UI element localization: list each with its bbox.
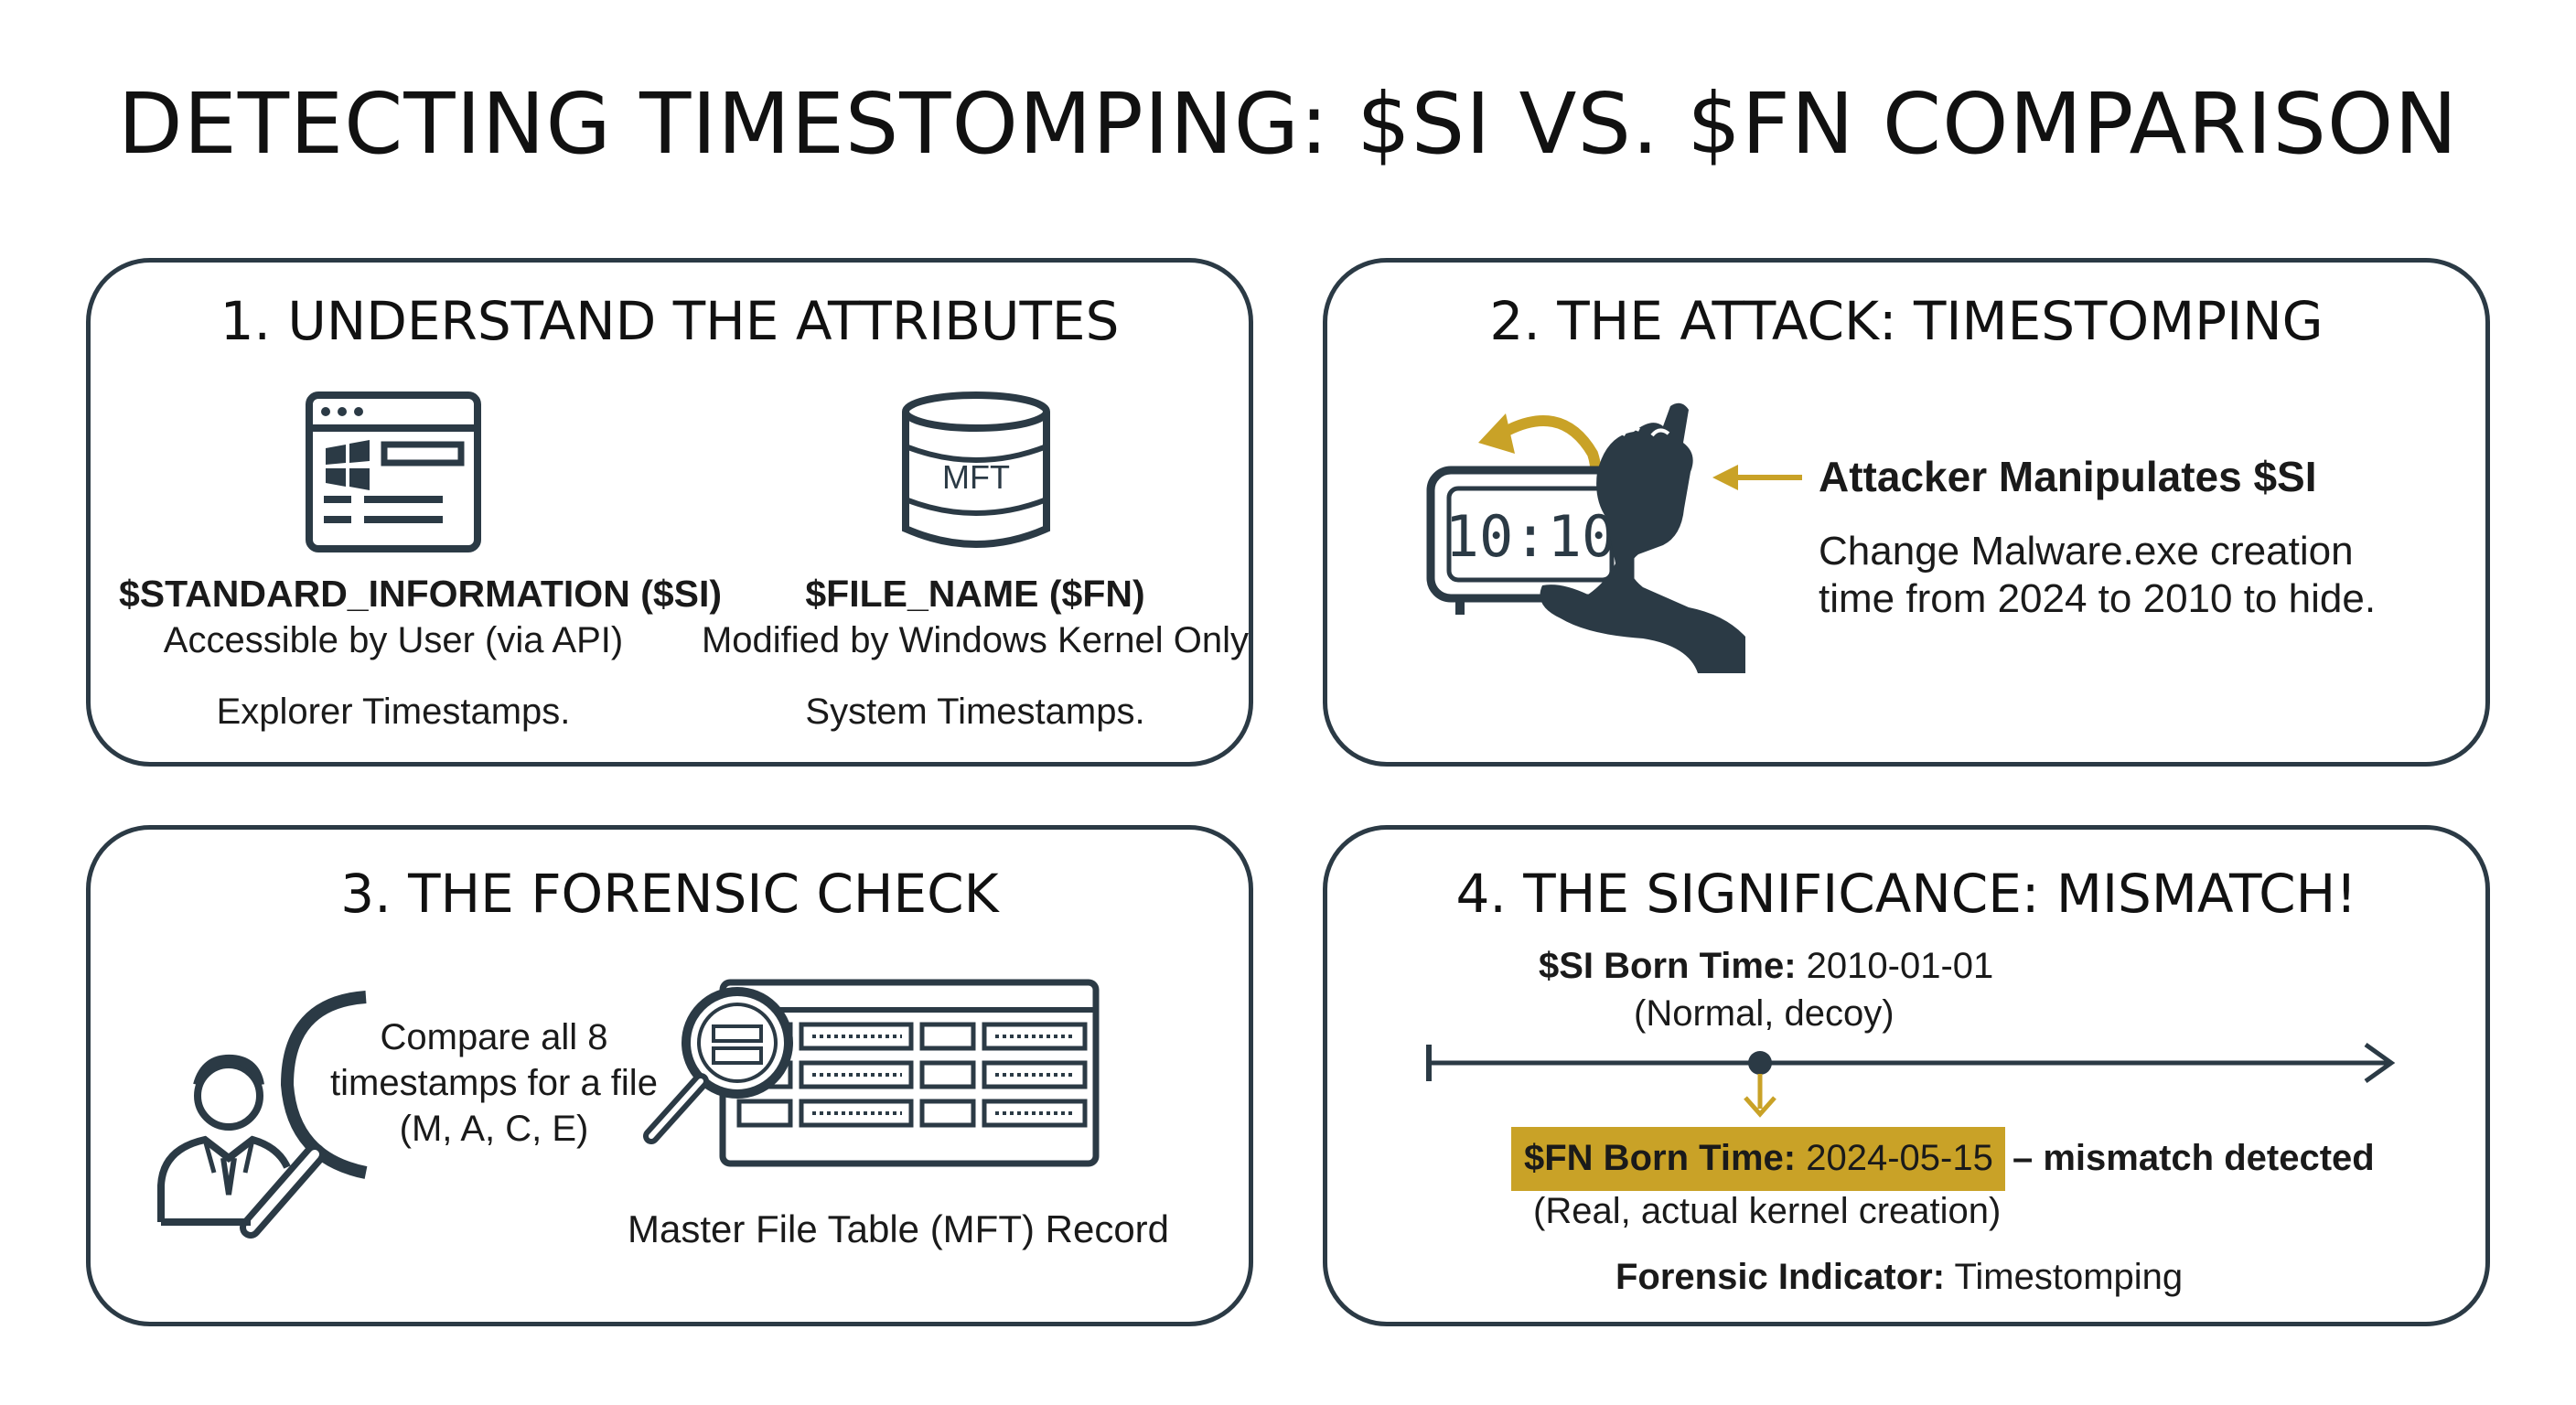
investigator-icon — [157, 991, 368, 1239]
database-icon: MFT — [902, 391, 1050, 548]
fn-attribute-name: $FILE_NAME ($FN) — [805, 573, 1145, 615]
si-born-note: (Normal, decoy) — [1634, 993, 1894, 1034]
timeline — [1426, 1042, 2396, 1118]
attack-heading: Attacker Manipulates $SI — [1819, 453, 2317, 500]
panel-attack: 2. THE ATTACK: TIMESTOMPING — [1323, 258, 2490, 767]
clock-time: 10:10 — [1445, 503, 1616, 570]
page-title: DETECTING TIMESTOMPING: $SI VS. $FN COMP… — [117, 75, 2459, 173]
fn-born-value: 2024-05-15 — [1806, 1138, 1993, 1178]
fn-attribute-access: Modified by Windows Kernel Only — [701, 620, 1250, 660]
compare-line-3: (M, A, C, E) — [399, 1109, 589, 1149]
si-born-label: $SI Born Time: — [1539, 946, 1797, 986]
fn-attribute-desc: System Timestamps. — [805, 692, 1145, 732]
si-attribute-name: $STANDARD_INFORMATION ($SI) — [119, 573, 723, 615]
attack-arrow-icon — [1712, 465, 1802, 490]
si-attribute-desc: Explorer Timestamps. — [216, 692, 571, 732]
compare-line-2: timestamps for a file — [330, 1063, 658, 1103]
si-attribute-access: Accessible by User (via API) — [163, 620, 624, 660]
forensic-indicator-value: Timestomping — [1954, 1257, 2184, 1297]
panel-title-4: 4. THE SIGNIFICANCE: MISMATCH! — [1455, 863, 2357, 925]
attack-line-1: Change Malware.exe creation — [1819, 529, 2354, 574]
si-born-value: 2010-01-01 — [1806, 946, 1994, 986]
compare-line-1: Compare all 8 — [380, 1017, 608, 1057]
mft-label: Master File Table (MFT) Record — [628, 1207, 1170, 1250]
attack-line-2: time from 2024 to 2010 to hide. — [1819, 576, 2377, 621]
fn-born-time: $FN Born Time: 2024-05-15 — [1524, 1138, 1993, 1179]
panel-title-1: 1. UNDERSTAND THE ATTRIBUTES — [220, 290, 1120, 352]
si-born-time: $SI Born Time: 2010-01-01 — [1539, 946, 1993, 987]
fn-born-highlight — [1511, 1127, 2005, 1191]
forensic-indicator: Forensic Indicator: Timestomping — [1615, 1257, 2183, 1298]
panel-title-2: 2. THE ATTACK: TIMESTOMPING — [1489, 290, 2324, 352]
browser-window-icon — [306, 391, 481, 552]
database-icon-label: MFT — [942, 458, 1010, 496]
panel-title-3: 3. THE FORENSIC CHECK — [340, 863, 999, 925]
forensic-indicator-label: Forensic Indicator: — [1615, 1257, 1946, 1297]
fn-born-note: (Real, actual kernel creation) — [1533, 1191, 2002, 1231]
panel-significance: 4. THE SIGNIFICANCE: MISMATCH! — [1323, 825, 2490, 1326]
fn-born-label: $FN Born Time: — [1524, 1138, 1797, 1178]
mft-table-icon — [643, 979, 1100, 1167]
fn-mismatch-label: – mismatch detected — [2012, 1138, 2375, 1178]
panel-understand-attributes: 1. UNDERSTAND THE ATTRIBUTES — [86, 258, 1253, 767]
clock-hand-icon: 10:10 — [1426, 402, 1745, 673]
